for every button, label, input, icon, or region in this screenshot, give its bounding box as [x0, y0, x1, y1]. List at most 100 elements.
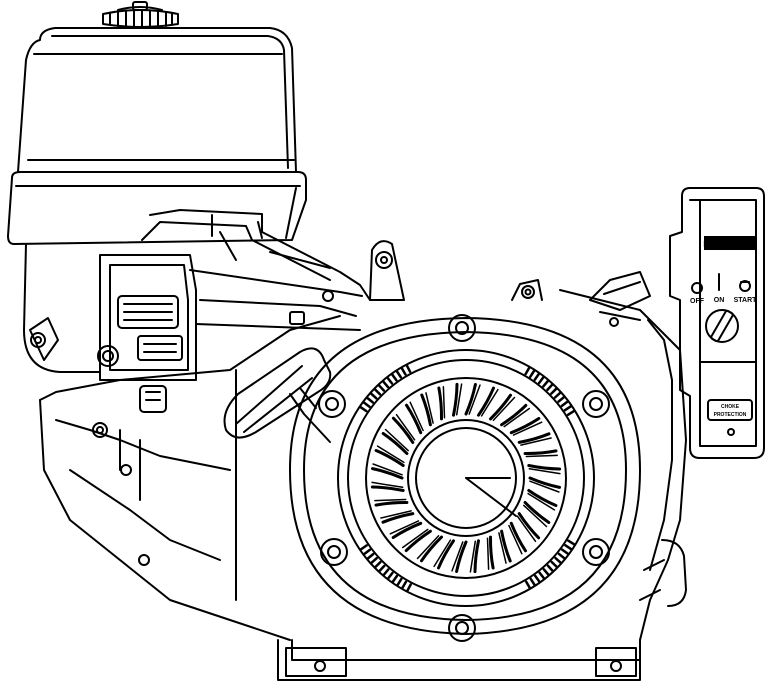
- outer-slot: [553, 391, 562, 399]
- vent-slot-edge: [516, 515, 537, 543]
- vent-slot-edge: [492, 396, 516, 421]
- vent-slot-edge: [480, 388, 499, 417]
- vent-slot: [381, 432, 409, 455]
- outer-slot: [359, 405, 368, 413]
- outer-slot: [546, 564, 554, 573]
- outer-slot: [542, 568, 550, 576]
- outer-slot: [406, 583, 412, 592]
- cooling-vents: [370, 382, 562, 574]
- vent-slot: [473, 539, 480, 574]
- vent-slot: [374, 449, 405, 467]
- outer-slot: [533, 372, 541, 381]
- outer-slot: [557, 552, 566, 560]
- vent-slot: [523, 501, 551, 524]
- vent-slot-edge: [380, 510, 412, 519]
- mounting-base: [277, 639, 641, 681]
- outer-slot: [366, 396, 375, 404]
- vent-slot-edge: [401, 528, 429, 549]
- vent-slot: [464, 383, 477, 416]
- vent-slot: [370, 485, 405, 492]
- vent-slot-edge: [372, 463, 403, 476]
- vent-slot-edge: [416, 535, 440, 560]
- vent-slot-edge: [503, 407, 531, 428]
- outer-slot: [378, 564, 386, 573]
- vent-slot: [509, 521, 527, 553]
- fuel-cap-icon: [102, 1, 179, 28]
- outer-slot: [382, 568, 390, 577]
- vent-slot: [391, 416, 415, 444]
- outer-slot: [538, 571, 546, 580]
- vent-slot: [405, 403, 423, 435]
- crankcase: [39, 289, 687, 661]
- vent-slot-edge: [442, 386, 446, 419]
- vent-slot: [488, 535, 495, 570]
- vent-slot: [374, 500, 409, 507]
- outer-slot: [395, 370, 403, 379]
- outer-slot: [359, 544, 368, 551]
- vent-slot: [477, 386, 495, 417]
- vent-slot: [523, 449, 558, 456]
- outer-slot: [550, 560, 558, 569]
- vent-slot-edge: [498, 532, 507, 564]
- outer-slot: [370, 556, 378, 565]
- vent-slot: [381, 512, 415, 524]
- vent-slot-edge: [486, 537, 490, 570]
- outer-slot: [529, 577, 536, 587]
- outer-slot: [363, 548, 372, 556]
- outer-slot: [391, 373, 398, 382]
- vent-slot-edge: [371, 481, 404, 489]
- vent-slot-edge: [528, 467, 561, 475]
- vent-slot-edge: [527, 492, 556, 511]
- vent-slot-edge: [469, 540, 477, 573]
- outer-slot: [369, 392, 378, 400]
- off-label: OFF: [690, 298, 705, 305]
- key-switch-icon[interactable]: [705, 309, 739, 343]
- outer-slot: [542, 379, 550, 388]
- vent-slot-edge: [389, 520, 420, 535]
- vent-slot: [489, 393, 512, 421]
- outer-slot: [566, 409, 576, 417]
- vent-slot-edge: [433, 539, 452, 568]
- outer-slot: [386, 571, 394, 580]
- carburetor: [29, 254, 197, 413]
- control-panel: ENGINE SW. OFF ON START CHOKE PROTECTION: [669, 187, 765, 459]
- vent-slot-edge: [376, 445, 405, 464]
- vent-slot: [437, 386, 444, 421]
- vent-slot-edge: [455, 383, 463, 416]
- outer-slot: [382, 380, 390, 389]
- vent-slot: [527, 489, 558, 507]
- outer-slot: [534, 574, 541, 583]
- outer-slot: [400, 367, 407, 376]
- outer-slot: [560, 400, 569, 408]
- outer-slot: [557, 395, 566, 403]
- outer-slot: [391, 574, 399, 584]
- vent-slot-edge: [508, 524, 523, 555]
- vent-slot: [517, 432, 551, 444]
- outer-slot: [563, 405, 573, 412]
- recoil-starter-cover: [289, 317, 641, 635]
- vent-slot-edge: [468, 384, 481, 415]
- outer-slot: [524, 366, 531, 376]
- vent-slot: [420, 535, 443, 563]
- outer-slot: [401, 580, 408, 590]
- plate-line-2: PROTECTION: [714, 412, 747, 418]
- fuel-tank: [7, 27, 307, 373]
- vent-slot: [500, 529, 512, 563]
- recoil-handle: [223, 347, 332, 443]
- outer-slot: [554, 556, 562, 564]
- outer-slot: [396, 577, 403, 587]
- outer-slot: [561, 548, 570, 556]
- outer-slot: [550, 387, 558, 395]
- outer-slots: [359, 364, 576, 592]
- outer-slot: [567, 539, 576, 546]
- outer-slot: [362, 401, 371, 408]
- vent-slot-edge: [384, 428, 409, 452]
- vent-slot: [391, 521, 423, 539]
- outer-slot: [377, 384, 386, 392]
- vent-slot-edge: [451, 541, 464, 572]
- vent-slot: [528, 476, 561, 489]
- outer-slot: [529, 369, 536, 378]
- vent-slot: [420, 393, 432, 427]
- outer-slot: [374, 560, 382, 569]
